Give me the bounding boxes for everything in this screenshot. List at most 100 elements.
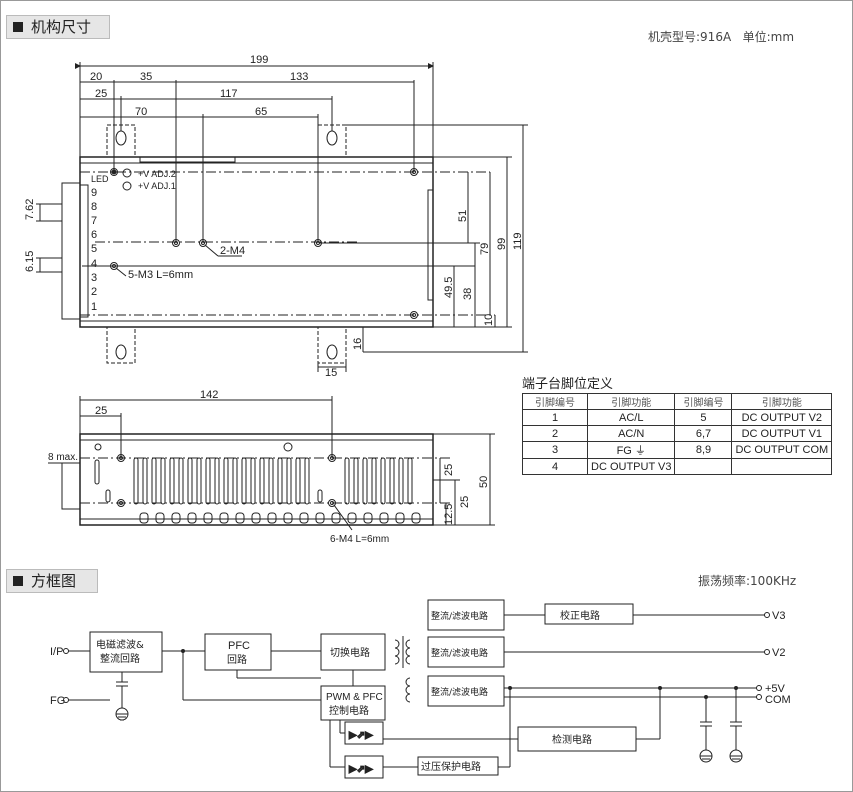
rectifier-block-3 bbox=[427, 675, 505, 707]
pin-definition-table: 引脚编号 引脚功能 引脚编号 引脚功能 1 AC/L 5 DC OUTPUT V… bbox=[522, 393, 833, 475]
pin-cell: DC OUTPUT V1 bbox=[731, 425, 833, 442]
emi-label-1: 电磁滤波& bbox=[96, 638, 144, 651]
dim-38: 38 bbox=[462, 288, 474, 300]
emi-filter-block bbox=[89, 631, 163, 673]
pin-cell: 8,9 bbox=[674, 441, 733, 459]
pin-cell: AC/L bbox=[586, 409, 676, 426]
optocoupler-2-symbol: ▶⇗▶ bbox=[349, 764, 373, 775]
side-view-outline bbox=[79, 433, 434, 526]
detect-label: 检测电路 bbox=[552, 733, 592, 746]
ovp-label: 过压保护电路 bbox=[421, 760, 481, 773]
pfc-label-2: 回路 bbox=[227, 653, 247, 666]
pwm-label-2: 控制电路 bbox=[329, 704, 369, 717]
dim-25: 25 bbox=[95, 88, 107, 100]
dim-10: 10 bbox=[483, 314, 495, 326]
dim-119: 119 bbox=[512, 232, 524, 250]
optocoupler-1-symbol: ▶⇗▶ bbox=[349, 730, 373, 741]
case-info: 机壳型号:916A 单位:mm bbox=[648, 28, 794, 45]
dim-99: 99 bbox=[496, 238, 508, 250]
dim-35: 35 bbox=[140, 71, 152, 83]
rect3-label: 整流/滤波电路 bbox=[431, 686, 488, 698]
dim-199: 199 bbox=[250, 54, 268, 66]
bullet-square-icon bbox=[13, 576, 23, 586]
dim-20: 20 bbox=[90, 71, 102, 83]
vadj1-label: +V ADJ.1 bbox=[138, 181, 176, 191]
terminal-3: 3 bbox=[91, 272, 97, 284]
dim-117: 117 bbox=[220, 88, 238, 100]
bullet-square-icon bbox=[13, 22, 23, 32]
dim-side-25: 25 bbox=[95, 405, 107, 417]
terminal-7: 7 bbox=[91, 215, 97, 227]
terminal-6: 6 bbox=[91, 229, 97, 241]
pwm-label-1: PWM & PFC bbox=[326, 692, 383, 703]
rect2-label: 整流/滤波电路 bbox=[431, 647, 488, 659]
rect1-label: 整流/滤波电路 bbox=[431, 610, 488, 622]
terminal-2: 2 bbox=[91, 286, 97, 298]
dim-6-15: 6.15 bbox=[24, 251, 36, 272]
pin-cell: DC OUTPUT COM bbox=[731, 441, 833, 459]
pin-cell: AC/N bbox=[586, 425, 676, 442]
pin-cell: 4 bbox=[522, 458, 588, 475]
pin-cell: FG ⏚ bbox=[586, 441, 676, 459]
pin-header: 引脚编号 bbox=[522, 393, 588, 410]
table-row: 2 AC/N 6,7 DC OUTPUT V1 bbox=[522, 425, 833, 442]
vadj2-label: +V ADJ.2 bbox=[138, 169, 176, 179]
screw-2m4-label: 2-M4 bbox=[220, 245, 245, 257]
pin-header: 引脚编号 bbox=[674, 393, 733, 410]
oscillation-frequency: 振荡频率:100KHz bbox=[698, 574, 797, 588]
terminal-9: 9 bbox=[91, 187, 97, 199]
pin-cell: 1 bbox=[522, 409, 588, 426]
pin-cell: 3 bbox=[522, 441, 588, 459]
dim-7-62: 7.62 bbox=[24, 199, 36, 220]
pin-header: 引脚功能 bbox=[731, 393, 833, 410]
dim-50: 50 bbox=[478, 476, 490, 488]
dim-side-25b: 25 bbox=[459, 496, 471, 508]
com-label: COM bbox=[765, 694, 791, 706]
correction-block bbox=[544, 603, 634, 625]
section-title: 方框图 bbox=[31, 572, 77, 590]
pin-cell bbox=[674, 458, 733, 475]
section-title: 机构尺寸 bbox=[31, 18, 92, 36]
switch-label: 切换电路 bbox=[330, 646, 370, 659]
ovp-block bbox=[417, 756, 499, 776]
dim-49-5: 49.5 bbox=[443, 277, 455, 298]
table-row: 1 AC/L 5 DC OUTPUT V2 bbox=[522, 409, 833, 426]
dim-side-25a: 25 bbox=[443, 464, 455, 476]
table-row: 4 DC OUTPUT V3 bbox=[522, 458, 833, 475]
dim-15: 15 bbox=[325, 367, 337, 379]
emi-label-2: 整流回路 bbox=[100, 652, 140, 665]
v5-label: +5V bbox=[765, 683, 786, 695]
pfc-label-1: PFC bbox=[228, 640, 250, 652]
dim-133: 133 bbox=[290, 71, 308, 83]
ip-label: I/P bbox=[50, 646, 63, 658]
dim-142: 142 bbox=[200, 389, 218, 401]
led-label: LED bbox=[91, 174, 109, 184]
terminal-4: 4 bbox=[91, 258, 97, 270]
pin-cell: 5 bbox=[674, 409, 733, 426]
terminal-5: 5 bbox=[91, 243, 97, 255]
pin-cell: DC OUTPUT V2 bbox=[731, 409, 833, 426]
pin-cell: 6,7 bbox=[674, 425, 733, 442]
v2-label: V2 bbox=[772, 647, 785, 659]
screw-6m4-label: 6-M4 L=6mm bbox=[330, 534, 389, 545]
dim-12-5: 12.5 bbox=[443, 504, 455, 525]
dim-70: 70 bbox=[135, 106, 147, 118]
section-header-dimensions: 机构尺寸 bbox=[6, 15, 110, 39]
section-header-block-diagram: 方框图 bbox=[6, 569, 98, 593]
fg-label: FG bbox=[50, 695, 65, 707]
correct-label: 校正电路 bbox=[560, 609, 600, 622]
pfc-block bbox=[204, 633, 272, 671]
dim-8max: 8 max. bbox=[48, 452, 78, 463]
v3-label: V3 bbox=[772, 610, 785, 622]
pin-cell bbox=[731, 458, 833, 475]
case-label: 机壳型号:916A bbox=[648, 30, 732, 44]
pin-cell: 2 bbox=[522, 425, 588, 442]
unit-label: 单位:mm bbox=[742, 30, 795, 44]
table-row: 3 FG ⏚ 8,9 DC OUTPUT COM bbox=[522, 441, 833, 459]
pin-cell: DC OUTPUT V3 bbox=[586, 458, 676, 475]
dim-65: 65 bbox=[255, 106, 267, 118]
dim-51: 51 bbox=[457, 210, 469, 222]
screw-5m3-label: 5-M3 L=6mm bbox=[128, 269, 193, 281]
terminal-8: 8 bbox=[91, 201, 97, 213]
